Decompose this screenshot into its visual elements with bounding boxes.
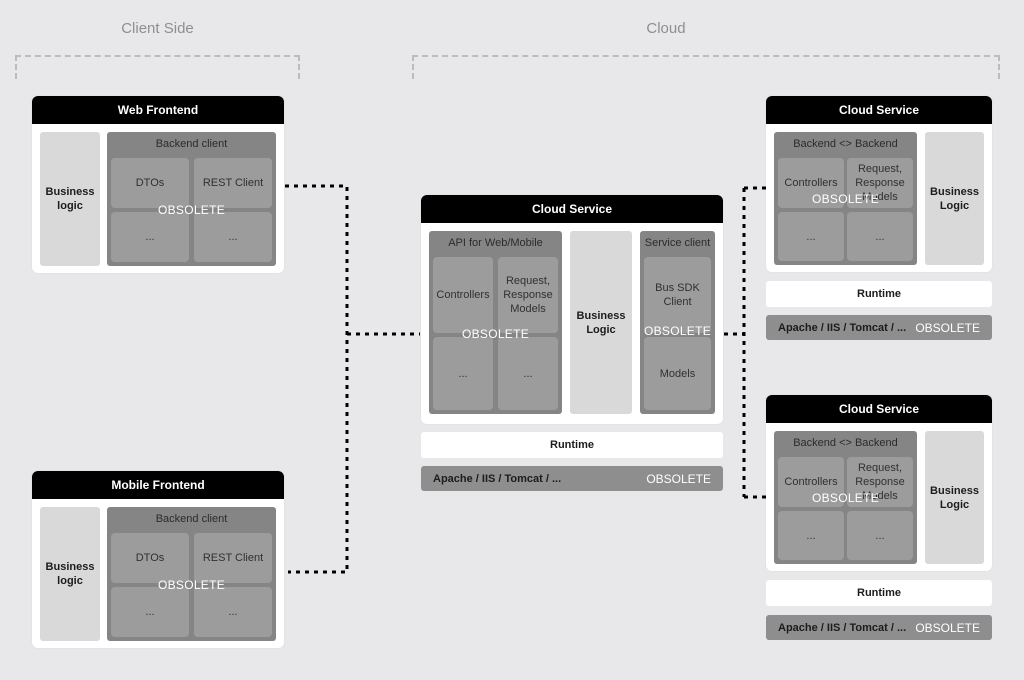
mobile-backend-client: Backend client DTOs REST Client ... ... … <box>107 507 276 641</box>
bottom-runtime-bar: Runtime <box>766 580 992 606</box>
bottom-server-obsolete-label: OBSOLETE <box>915 620 980 635</box>
web-rest-client-cell: REST Client <box>194 158 272 208</box>
web-frontend-card: Web Frontend Business logic Backend clie… <box>32 96 284 273</box>
mobile-obsolete-label: OBSOLETE <box>157 578 226 592</box>
top-server-bar: Apache / IIS / Tomcat / ... OBSOLETE <box>766 315 992 340</box>
mobile-rest-client-cell: REST Client <box>194 533 272 583</box>
top-business-logic: Business Logic <box>925 132 984 265</box>
central-api-box: API for Web/Mobile Controllers Request, … <box>429 231 562 414</box>
bottom-server-label: Apache / IIS / Tomcat / ... <box>778 621 907 634</box>
central-business-logic: Business Logic <box>570 231 632 414</box>
central-models2-cell: Models <box>644 337 711 410</box>
central-api-obsolete-label: OBSOLETE <box>461 327 530 341</box>
mobile-dtos-cell: DTOs <box>111 533 189 583</box>
web-ellipsis-cell-1: ... <box>111 212 189 262</box>
mobile-frontend-title: Mobile Frontend <box>32 471 284 499</box>
cloud-bracket <box>412 55 1000 79</box>
central-server-bar: Apache / IIS / Tomcat / ... OBSOLETE <box>421 466 723 491</box>
top-server-obsolete-label: OBSOLETE <box>915 320 980 335</box>
central-server-obsolete-label: OBSOLETE <box>646 471 711 486</box>
cloud-service-top-card: Cloud Service Backend <> Backend Control… <box>766 96 992 272</box>
mobile-ellipsis-cell-2: ... <box>194 587 272 637</box>
top-models-cell: Request, Response Models <box>847 158 913 208</box>
top-obsolete-label: OBSOLETE <box>811 192 880 206</box>
web-frontend-title: Web Frontend <box>32 96 284 124</box>
top-ellipsis-cell-2: ... <box>847 212 913 261</box>
cloud-service-bottom-card: Cloud Service Backend <> Backend Control… <box>766 395 992 571</box>
bottom-obsolete-label: OBSOLETE <box>811 491 880 505</box>
client-side-label: Client Side <box>121 20 194 37</box>
central-service-client-box: Service client Bus SDK Client Models OBS… <box>640 231 715 414</box>
bottom-backend-box: Backend <> Backend Controllers Request, … <box>774 431 917 564</box>
mobile-frontend-card: Mobile Frontend Business logic Backend c… <box>32 471 284 648</box>
bottom-server-bar: Apache / IIS / Tomcat / ... OBSOLETE <box>766 615 992 640</box>
web-dtos-cell: DTOs <box>111 158 189 208</box>
central-controllers-cell: Controllers <box>433 257 493 333</box>
central-api-title: API for Web/Mobile <box>448 237 543 249</box>
cloud-label: Cloud <box>646 20 686 37</box>
web-backend-client-title: Backend client <box>155 138 228 150</box>
top-runtime-bar: Runtime <box>766 281 992 307</box>
client-side-bracket <box>15 55 300 79</box>
central-cloud-service-title: Cloud Service <box>421 195 723 223</box>
bottom-backend-title: Backend <> Backend <box>793 437 898 449</box>
central-service-client-obsolete-label: OBSOLETE <box>643 324 712 338</box>
mobile-business-logic: Business logic <box>40 507 100 641</box>
web-backend-client: Backend client DTOs REST Client ... ... … <box>107 132 276 266</box>
web-ellipsis-cell-2: ... <box>194 212 272 262</box>
central-ellipsis-cell-1: ... <box>433 337 493 410</box>
top-controllers-cell: Controllers <box>778 158 844 208</box>
bottom-ellipsis-cell-2: ... <box>847 511 913 560</box>
central-bus-sdk-cell: Bus SDK Client <box>644 257 711 333</box>
cloud-service-bottom-title: Cloud Service <box>766 395 992 423</box>
frontend-connector <box>285 184 349 574</box>
top-server-label: Apache / IIS / Tomcat / ... <box>778 321 907 334</box>
central-runtime-bar: Runtime <box>421 432 723 458</box>
web-obsolete-label: OBSOLETE <box>157 203 226 217</box>
top-backend-box: Backend <> Backend Controllers Request, … <box>774 132 917 265</box>
central-ellipsis-cell-2: ... <box>498 337 558 410</box>
top-backend-title: Backend <> Backend <box>793 138 898 150</box>
mobile-ellipsis-cell-1: ... <box>111 587 189 637</box>
central-service-client-title: Service client <box>644 237 711 249</box>
central-models-cell: Request, Response Models <box>498 257 558 333</box>
mobile-backend-client-title: Backend client <box>155 513 228 525</box>
bottom-models-cell: Request, Response Models <box>847 457 913 507</box>
central-cloud-service-card: Cloud Service API for Web/Mobile Control… <box>421 195 723 424</box>
bottom-controllers-cell: Controllers <box>778 457 844 507</box>
central-server-label: Apache / IIS / Tomcat / ... <box>433 472 562 485</box>
bottom-ellipsis-cell-1: ... <box>778 511 844 560</box>
bottom-business-logic: Business Logic <box>925 431 984 564</box>
top-ellipsis-cell-1: ... <box>778 212 844 261</box>
web-business-logic: Business logic <box>40 132 100 266</box>
cloud-service-top-title: Cloud Service <box>766 96 992 124</box>
